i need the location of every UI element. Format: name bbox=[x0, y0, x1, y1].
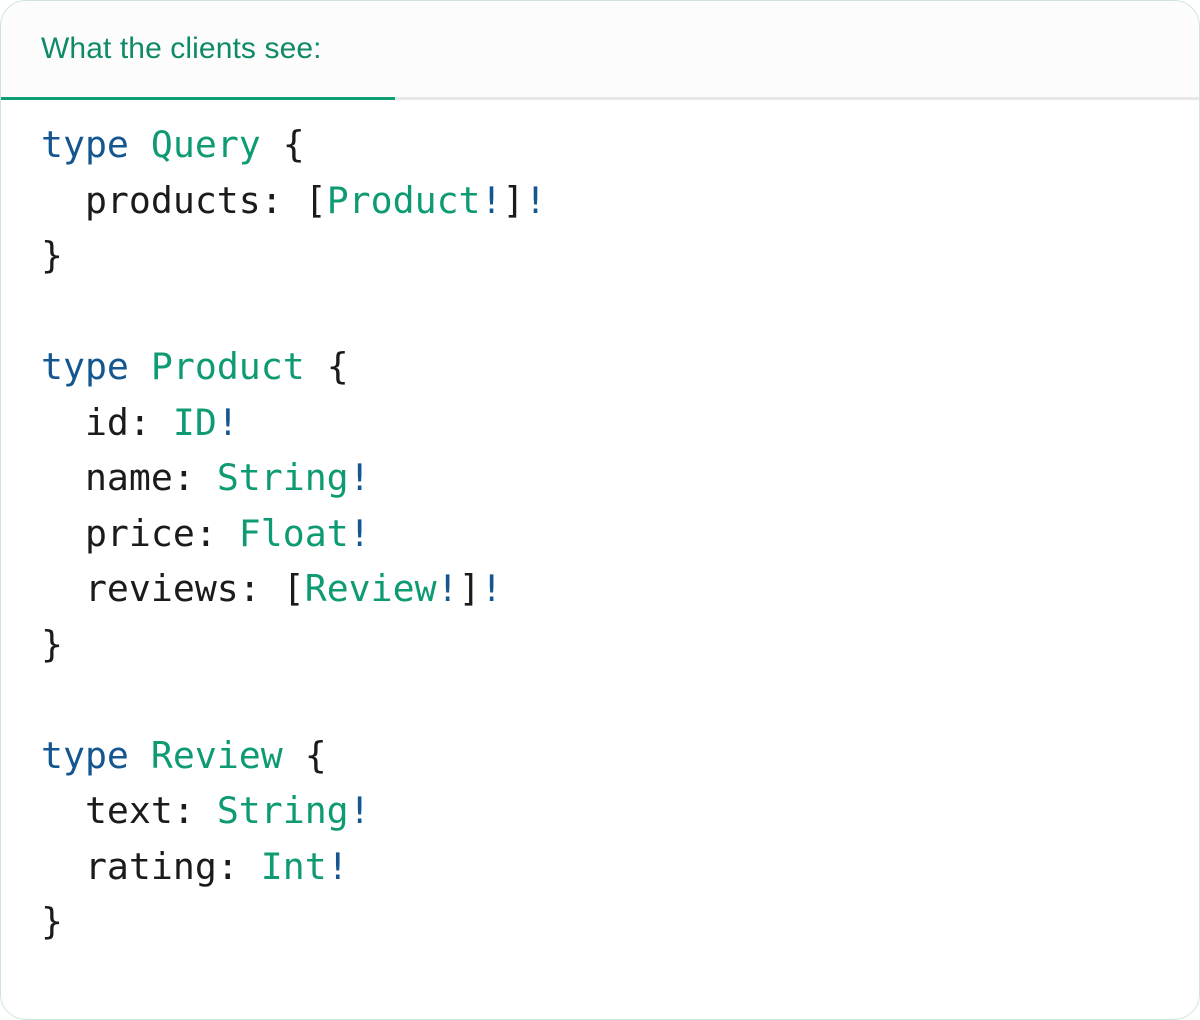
field-name-products: products: bbox=[84, 178, 283, 222]
type-ref-string: String bbox=[216, 789, 349, 832]
type-ref-int: Int bbox=[260, 844, 327, 888]
field-name-rating: rating: bbox=[84, 844, 239, 888]
field-name-text: text: bbox=[84, 789, 195, 832]
field-name-id: id: bbox=[84, 400, 151, 444]
type-ref-float: Float bbox=[238, 511, 349, 555]
tab-what-the-clients-see[interactable]: What the clients see: bbox=[1, 1, 395, 100]
code-line: price: Float! bbox=[41, 506, 1199, 562]
non-null-bang: ! bbox=[524, 178, 547, 222]
bracket-close: ] bbox=[502, 178, 525, 222]
code-line-blank bbox=[41, 672, 1199, 728]
code-line: } bbox=[41, 228, 1199, 284]
code-line: text: String! bbox=[41, 783, 1199, 839]
type-name-query: Query bbox=[150, 123, 261, 166]
tab-strip: What the clients see: bbox=[1, 1, 1199, 100]
non-null-bang: ! bbox=[326, 844, 349, 888]
bracket-close: ] bbox=[458, 567, 481, 610]
tab-label: What the clients see: bbox=[41, 32, 322, 65]
brace-open: { bbox=[282, 123, 305, 166]
field-name-price: price: bbox=[84, 511, 217, 555]
brace-close: } bbox=[41, 900, 63, 943]
code-line: name: String! bbox=[41, 450, 1199, 506]
keyword-type: type bbox=[41, 345, 129, 388]
type-ref-id: ID bbox=[172, 400, 217, 444]
brace-open: { bbox=[304, 733, 327, 777]
graphql-schema-code: type Query { products: [Product!]!} type… bbox=[41, 117, 1199, 950]
type-name-product: Product bbox=[150, 345, 305, 388]
bracket-open: [ bbox=[282, 567, 305, 610]
code-line: rating: Int! bbox=[41, 839, 1199, 895]
code-line: type Query { bbox=[41, 117, 1199, 173]
type-ref-string: String bbox=[216, 456, 349, 499]
brace-close: } bbox=[41, 234, 63, 277]
code-line: reviews: [Review!]! bbox=[41, 561, 1199, 617]
brace-close: } bbox=[41, 622, 63, 666]
non-null-bang: ! bbox=[216, 400, 239, 444]
type-ref-product: Product bbox=[326, 178, 481, 222]
non-null-bang: ! bbox=[348, 511, 371, 555]
type-name-review: Review bbox=[150, 733, 283, 777]
code-line: type Product { bbox=[41, 339, 1199, 395]
code-line: type Review { bbox=[41, 728, 1199, 784]
field-name-reviews: reviews: bbox=[84, 567, 261, 610]
keyword-type: type bbox=[41, 733, 129, 777]
code-line: id: ID! bbox=[41, 395, 1199, 451]
non-null-bang: ! bbox=[348, 456, 371, 499]
non-null-bang: ! bbox=[480, 567, 503, 610]
code-block: type Query { products: [Product!]!} type… bbox=[1, 100, 1199, 1018]
non-null-bang: ! bbox=[480, 178, 503, 222]
non-null-bang: ! bbox=[436, 567, 459, 610]
field-name-name: name: bbox=[84, 456, 195, 499]
code-line: } bbox=[41, 894, 1199, 950]
bracket-open: [ bbox=[304, 178, 327, 222]
keyword-type: type bbox=[41, 123, 129, 166]
type-ref-review: Review bbox=[304, 567, 437, 610]
code-line: } bbox=[41, 617, 1199, 673]
brace-open: { bbox=[326, 345, 349, 388]
code-line-blank bbox=[41, 284, 1199, 340]
non-null-bang: ! bbox=[348, 789, 371, 832]
code-line: products: [Product!]! bbox=[41, 173, 1199, 229]
